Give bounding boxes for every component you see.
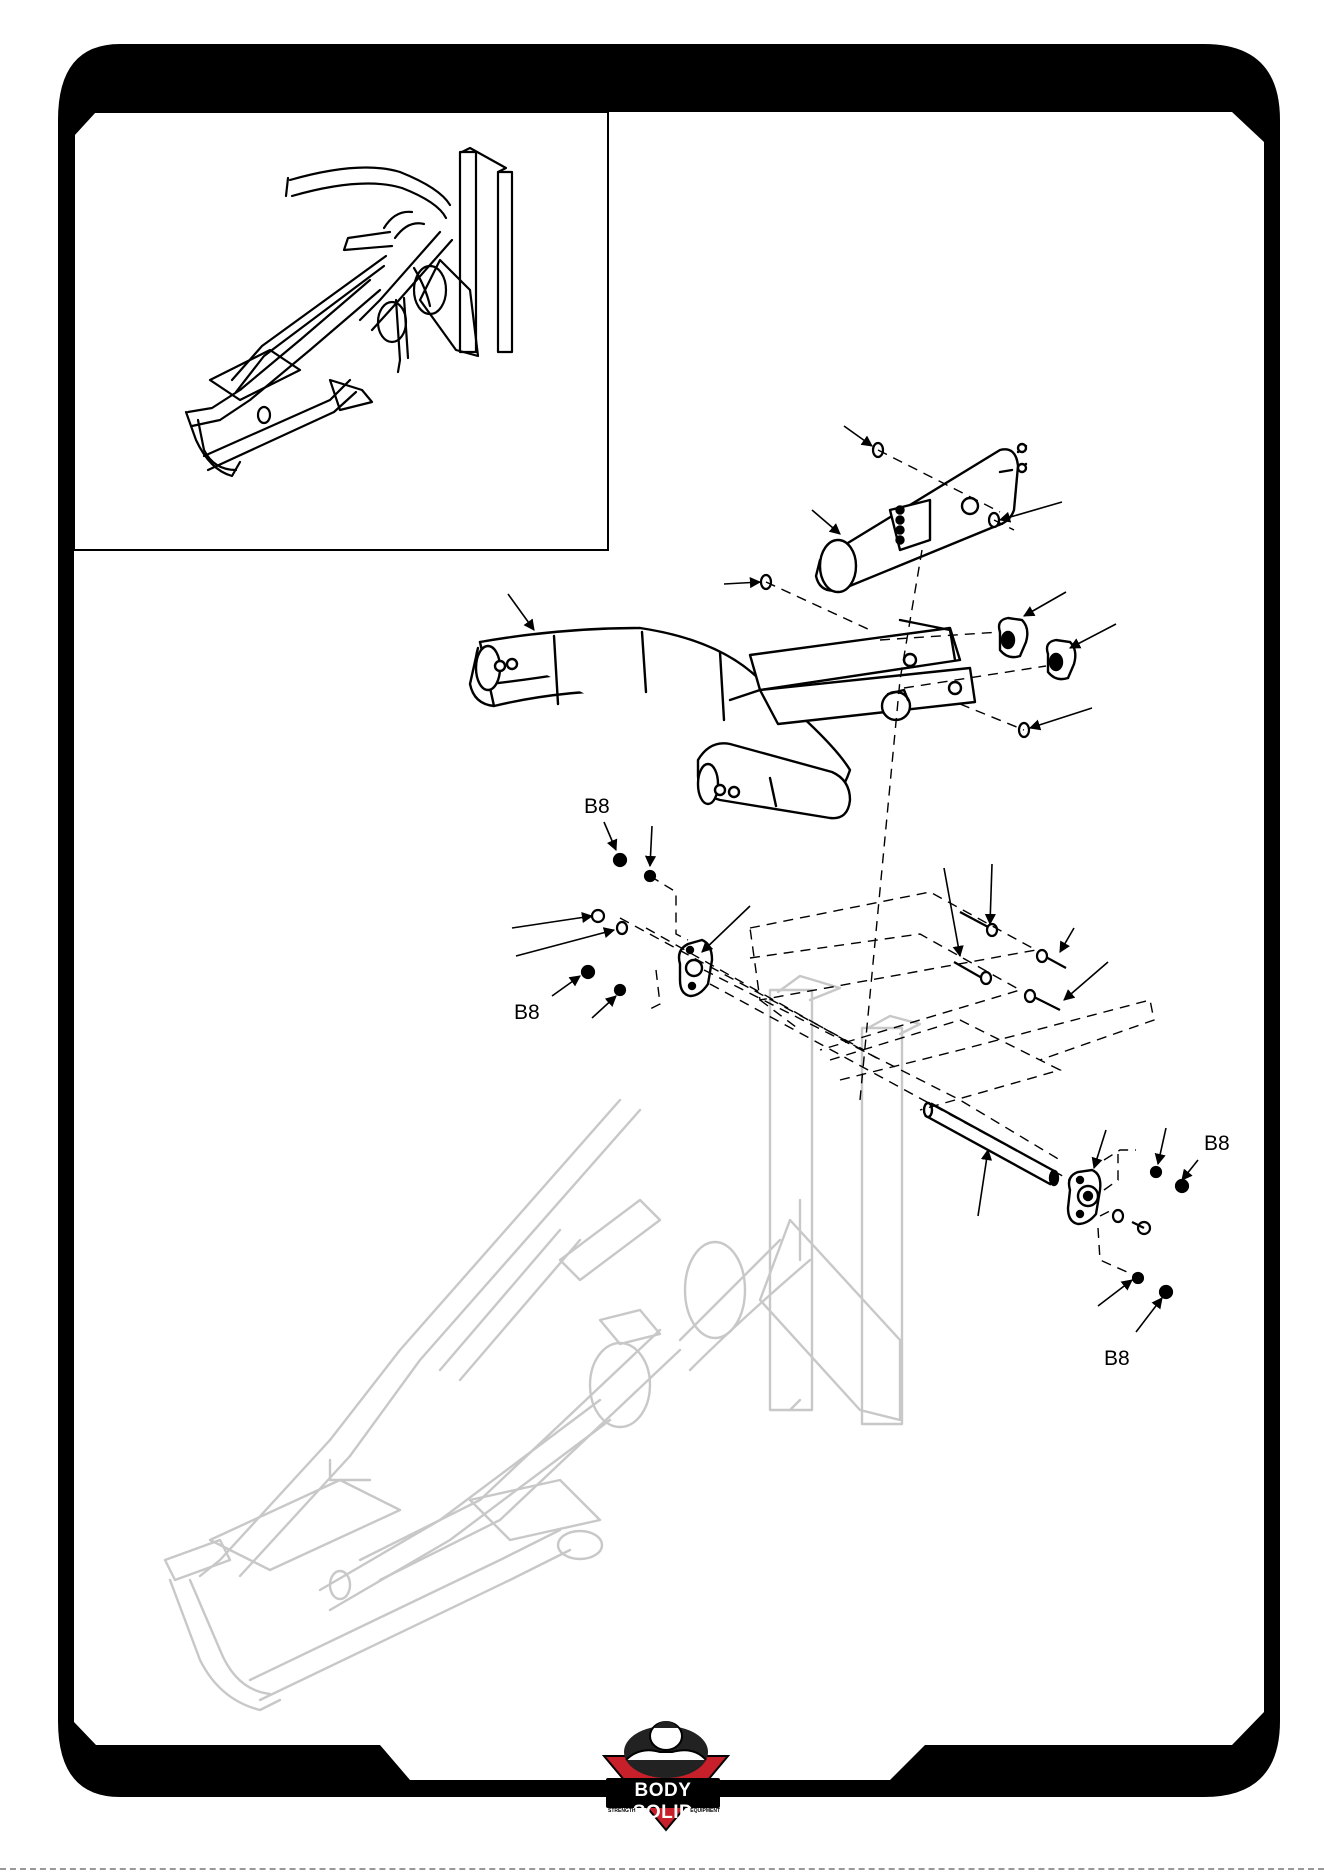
callout-b8-mid-left: B8 xyxy=(514,1002,540,1023)
logo-tagline-left: STRENGTH xyxy=(608,1808,662,1814)
rubber-bumpers xyxy=(999,618,1075,679)
inset-box xyxy=(74,112,608,550)
logo-tagline-right: EQUIPMENT xyxy=(666,1808,720,1814)
ghost-machine-frame xyxy=(165,976,920,1710)
fasteners xyxy=(582,854,1188,1298)
page-frame xyxy=(58,44,1280,1797)
inset-machine-drawing xyxy=(186,148,512,476)
callout-b8-right: B8 xyxy=(1204,1133,1230,1154)
upper-arm-weldment xyxy=(470,620,975,818)
callout-b8-bottom-right: B8 xyxy=(1104,1348,1130,1369)
dashed-assembly-lines xyxy=(620,450,1154,1276)
pivot-pins xyxy=(954,912,1066,1010)
logo-wordmark: BODY SOLID xyxy=(606,1780,720,1824)
page-cut-line xyxy=(0,1868,1324,1870)
pivot-shaft xyxy=(924,1103,1058,1185)
callout-b8-top-left: B8 xyxy=(584,796,610,817)
